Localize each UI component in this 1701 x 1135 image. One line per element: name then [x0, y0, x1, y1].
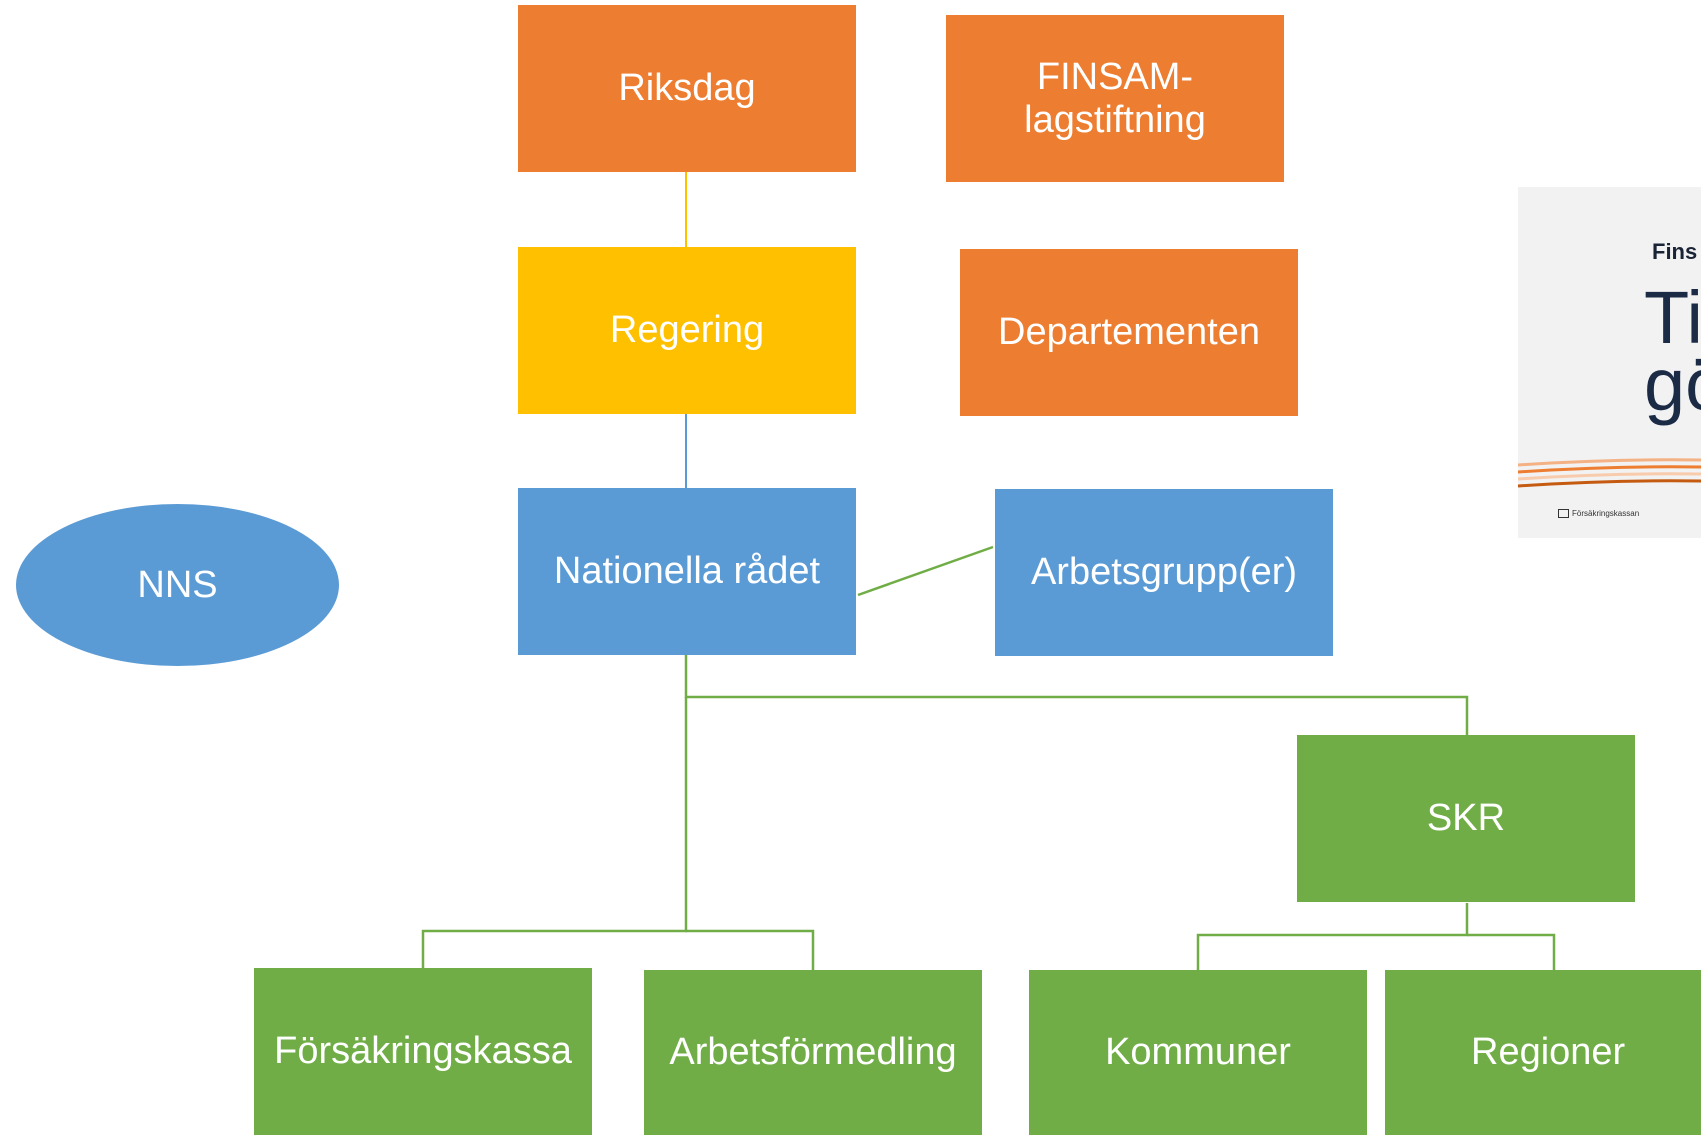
connector-nationella-agencies	[421, 697, 688, 968]
connector-nationella-skr	[684, 655, 1469, 735]
node-skr-label: SKR	[1426, 797, 1506, 840]
node-finsam-lagstiftning-label: FINSAM- lagstiftning	[1024, 55, 1206, 141]
thumbnail-title: Ti gö	[1644, 276, 1701, 426]
node-kommuner-label: Kommuner	[1105, 1031, 1291, 1074]
thumbnail-stripes	[1518, 458, 1701, 488]
node-riksdag: Riksdag	[518, 5, 856, 172]
document-thumbnail: Fins Ti gö Försäkringskassan	[1518, 187, 1701, 538]
node-nationella-radet-label: Nationella rådet	[553, 550, 821, 593]
connector-nationella-arbetsgrupper	[857, 545, 994, 597]
node-departementen: Departementen	[960, 249, 1298, 416]
thumbnail-logo: Försäkringskassan	[1558, 509, 1640, 519]
node-skr: SKR	[1297, 735, 1635, 902]
node-arbetsformedling: Arbetsförmedling	[644, 970, 982, 1135]
node-regering: Regering	[518, 247, 856, 414]
connector-skr-kommuner	[1196, 903, 1469, 970]
node-nns: NNS	[16, 504, 339, 666]
thumbnail-kicker: Fins	[1652, 239, 1698, 264]
node-departementen-label: Departementen	[998, 311, 1260, 354]
node-riksdag-label: Riksdag	[618, 67, 756, 110]
node-arbetsgrupper-label: Arbetsgrupp(er)	[1030, 551, 1298, 594]
node-kommuner: Kommuner	[1029, 970, 1367, 1135]
node-regering-label: Regering	[609, 309, 765, 352]
connector-skr-regioner	[1467, 933, 1556, 970]
connector-arbetsformedling	[686, 929, 815, 970]
node-forsakringskassa: Försäkringskassa	[254, 968, 592, 1135]
node-nationella-radet: Nationella rådet	[518, 488, 856, 655]
node-nns-label: NNS	[137, 563, 218, 606]
thumbnail-logo-text: Försäkringskassan	[1572, 509, 1640, 518]
node-regioner: Regioner	[1385, 970, 1701, 1135]
node-regioner-label: Regioner	[1471, 1031, 1626, 1074]
node-arbetsformedling-label: Arbetsförmedling	[669, 1031, 957, 1074]
node-forsakringskassa-label: Försäkringskassa	[274, 1030, 572, 1073]
node-arbetsgrupper: Arbetsgrupp(er)	[995, 489, 1333, 656]
forsakringskassan-logo-icon	[1558, 509, 1569, 519]
node-finsam-lagstiftning: FINSAM- lagstiftning	[946, 15, 1284, 182]
